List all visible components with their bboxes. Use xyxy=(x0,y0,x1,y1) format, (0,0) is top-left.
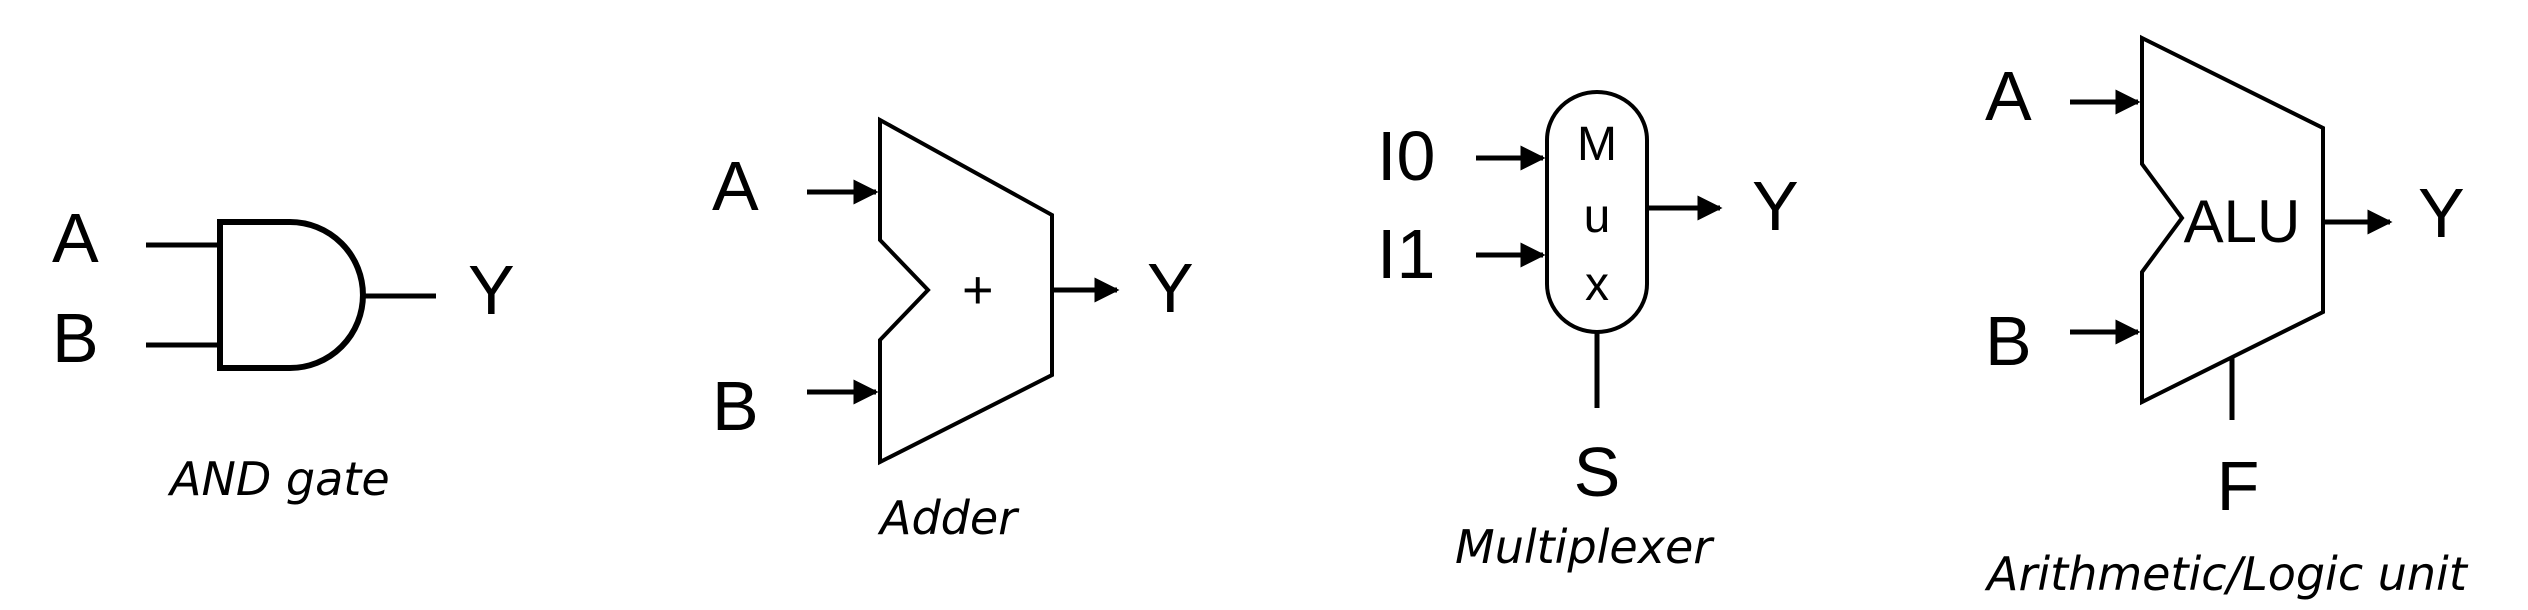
alu-caption: Arithmetic/Logic unit xyxy=(1984,547,2469,601)
adder-body xyxy=(878,116,1054,466)
and-output-label: Y xyxy=(468,251,515,329)
mux-letter-u: u xyxy=(1584,190,1611,243)
alu-function-label: F xyxy=(2217,447,2260,525)
adder-input-a-label: A xyxy=(712,147,759,225)
adder-input-b-label: B xyxy=(712,367,759,445)
adder-component: A B + Y Adder xyxy=(712,116,1194,545)
and-gate-component: A B Y AND gate xyxy=(52,199,515,506)
multiplexer-component: I0 I1 M u x Y S Multiplexer xyxy=(1377,90,1799,574)
alu-symbol: ALU xyxy=(2184,188,2301,255)
alu-output-label: Y xyxy=(2418,174,2465,252)
mux-select-label: S xyxy=(1574,433,1621,511)
mux-output-label: Y xyxy=(1752,167,1799,245)
alu-input-a-label: A xyxy=(1985,57,2032,135)
alu-body xyxy=(2140,34,2325,406)
and-gate-body xyxy=(217,219,366,371)
and-input-a-label: A xyxy=(52,199,99,277)
and-gate-caption: AND gate xyxy=(167,452,390,506)
adder-caption: Adder xyxy=(877,491,1020,545)
alu-input-b-label: B xyxy=(1985,302,2032,380)
adder-symbol: + xyxy=(962,260,994,320)
mux-input-i1-label: I1 xyxy=(1377,215,1435,293)
mux-letter-m: M xyxy=(1577,118,1617,171)
mux-letter-x: x xyxy=(1585,258,1609,311)
mux-input-i0-label: I0 xyxy=(1377,117,1435,195)
and-input-b-label: B xyxy=(52,299,99,377)
alu-component: A B ALU Y F Arithmetic/Logic unit xyxy=(1984,34,2469,601)
adder-output-label: Y xyxy=(1147,249,1194,327)
mux-caption: Multiplexer xyxy=(1455,520,1715,574)
